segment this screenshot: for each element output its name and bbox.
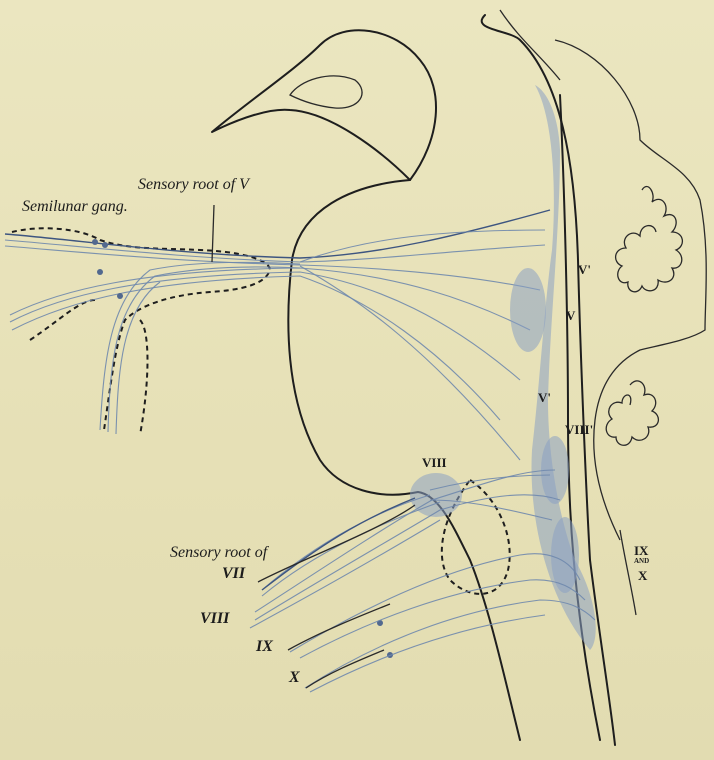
brainstem-outline [288,180,520,740]
ventricle-wall-inner [560,95,600,740]
label-vii: VII [222,565,245,583]
x-root-stub [306,650,384,688]
semilunar-ganglion-lower [30,300,148,435]
label-viii-center: VIII [422,455,447,471]
ix-root-stub [288,604,390,650]
upper-loop-outline [290,76,362,108]
label-x-nerve: X [289,669,300,687]
label-v: V [566,308,575,324]
upper-bulb-outline [212,30,436,180]
ganglion-cells [92,239,393,658]
label-sensory-root-v: Sensory root of V [138,176,249,194]
label-viii: VIII [200,610,229,628]
label-ix-nerve: IX [256,638,273,656]
label-sensory-root-of: Sensory root of [170,544,267,562]
ventricle-edge [500,10,560,80]
cerebellum-folia-upper [616,187,683,292]
label-semilunar-ganglion: Semilunar gang. [22,198,128,216]
label-v-prime-lower: V' [538,390,551,406]
label-v-prime-upper: V' [578,262,591,278]
label-and: AND [634,557,649,565]
trigeminal-fibers [5,210,550,460]
label-viii-prime: VIII' [565,422,593,438]
label-x-right: X [638,568,647,584]
cerebellum-folia-lower [606,381,658,445]
